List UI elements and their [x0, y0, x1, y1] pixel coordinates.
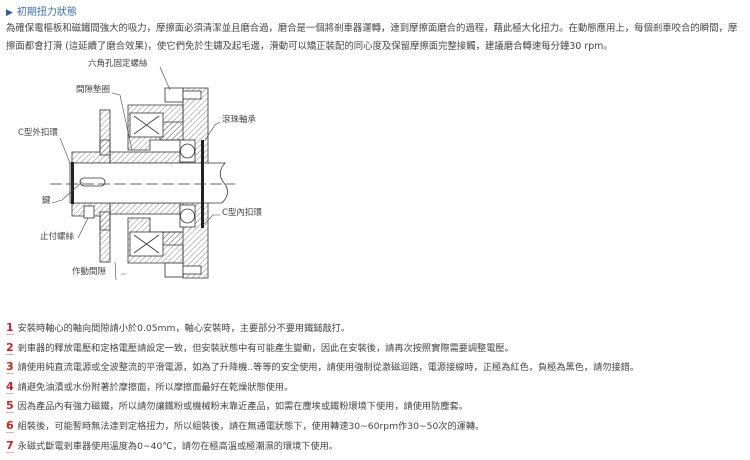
hex-bolt-lower [164, 262, 184, 278]
note-text: 請避免油漬或水份附著於摩擦面，所以摩擦面最好在乾燥狀態使用。 [17, 381, 294, 393]
set-screw [83, 205, 95, 219]
label-c-outer-ring: C型外扣環 [18, 127, 58, 138]
section-title: ▶初期扭力狀態 [6, 3, 77, 18]
sleeve-lower [109, 202, 181, 215]
note-number: 4 [6, 379, 14, 394]
note-text: 請使用純直流電源或全波整流的平滑電源，如為了升降機..等等的安全使用，請使用強制… [17, 362, 640, 374]
intro-paragraph: 為確保電樞板和磁鐵間強大的吸力，摩擦面必須清潔並且磨合過，磨合是一個將剎車器運轉… [6, 23, 738, 52]
ball-bearing-upper [180, 143, 195, 159]
label-gap-washer: 間隙墊圈 [76, 84, 110, 95]
label-hex-screw: 六角孔固定螺絲 [88, 58, 148, 69]
note-number: 6 [6, 418, 14, 433]
note-text: 因為產品內有強力磁鐵，所以請勿讓鐵粉或機械粉末靠近產品，如需在塵埃或鐵粉環境下使… [17, 401, 468, 413]
section-title-text: 初期扭力狀態 [16, 7, 77, 18]
label-set-screw: 止付螺絲 [40, 231, 75, 242]
ball-bearing-lower [180, 208, 195, 224]
shaft [69, 162, 228, 204]
note-text: 永磁式斷電剎車器使用溫度為0~40℃，請勿在極高溫或極潮濕的環境下使用。 [17, 440, 339, 452]
hex-bolt-upper [164, 87, 184, 103]
note-text: 組裝後，可能暫時無法達到定格扭力，所以組裝後，請在無通電狀態下，使用轉速30~6… [17, 420, 485, 432]
triangle-bullet-icon: ▶ [6, 8, 13, 18]
note-number: 1 [6, 321, 14, 335]
note-number: 7 [6, 438, 14, 453]
hub [71, 139, 111, 164]
label-key: 鍵 [42, 195, 51, 206]
sleeve-upper [109, 151, 181, 164]
label-working-gap: 作動間隙 [72, 266, 107, 277]
note-text: 安裝時軸心的軸向間隙請小於0.05mm，軸心安裝時，主要部分不要用鐵鎚敲打。 [17, 323, 351, 334]
key-slot [79, 177, 106, 187]
note-number: 3 [6, 360, 14, 375]
c-outer-ring [71, 162, 74, 204]
brake-cross-section-diagram: 六角孔固定螺絲 間隙墊圈 C型外扣環 滾珠軸承 鍵 C型內扣環 止付螺絲 作動間… [18, 58, 262, 281]
note-text: 剎車器的釋放電壓和定格電壓請設定一致，但安裝狀態中有可能產生變動，因此在安裝後，… [17, 342, 514, 354]
note-number: 2 [6, 340, 14, 355]
label-ball-bearing: 滾珠軸承 [222, 114, 257, 125]
note-number: 5 [6, 399, 14, 414]
label-c-inner-ring: C型內扣環 [222, 207, 262, 218]
